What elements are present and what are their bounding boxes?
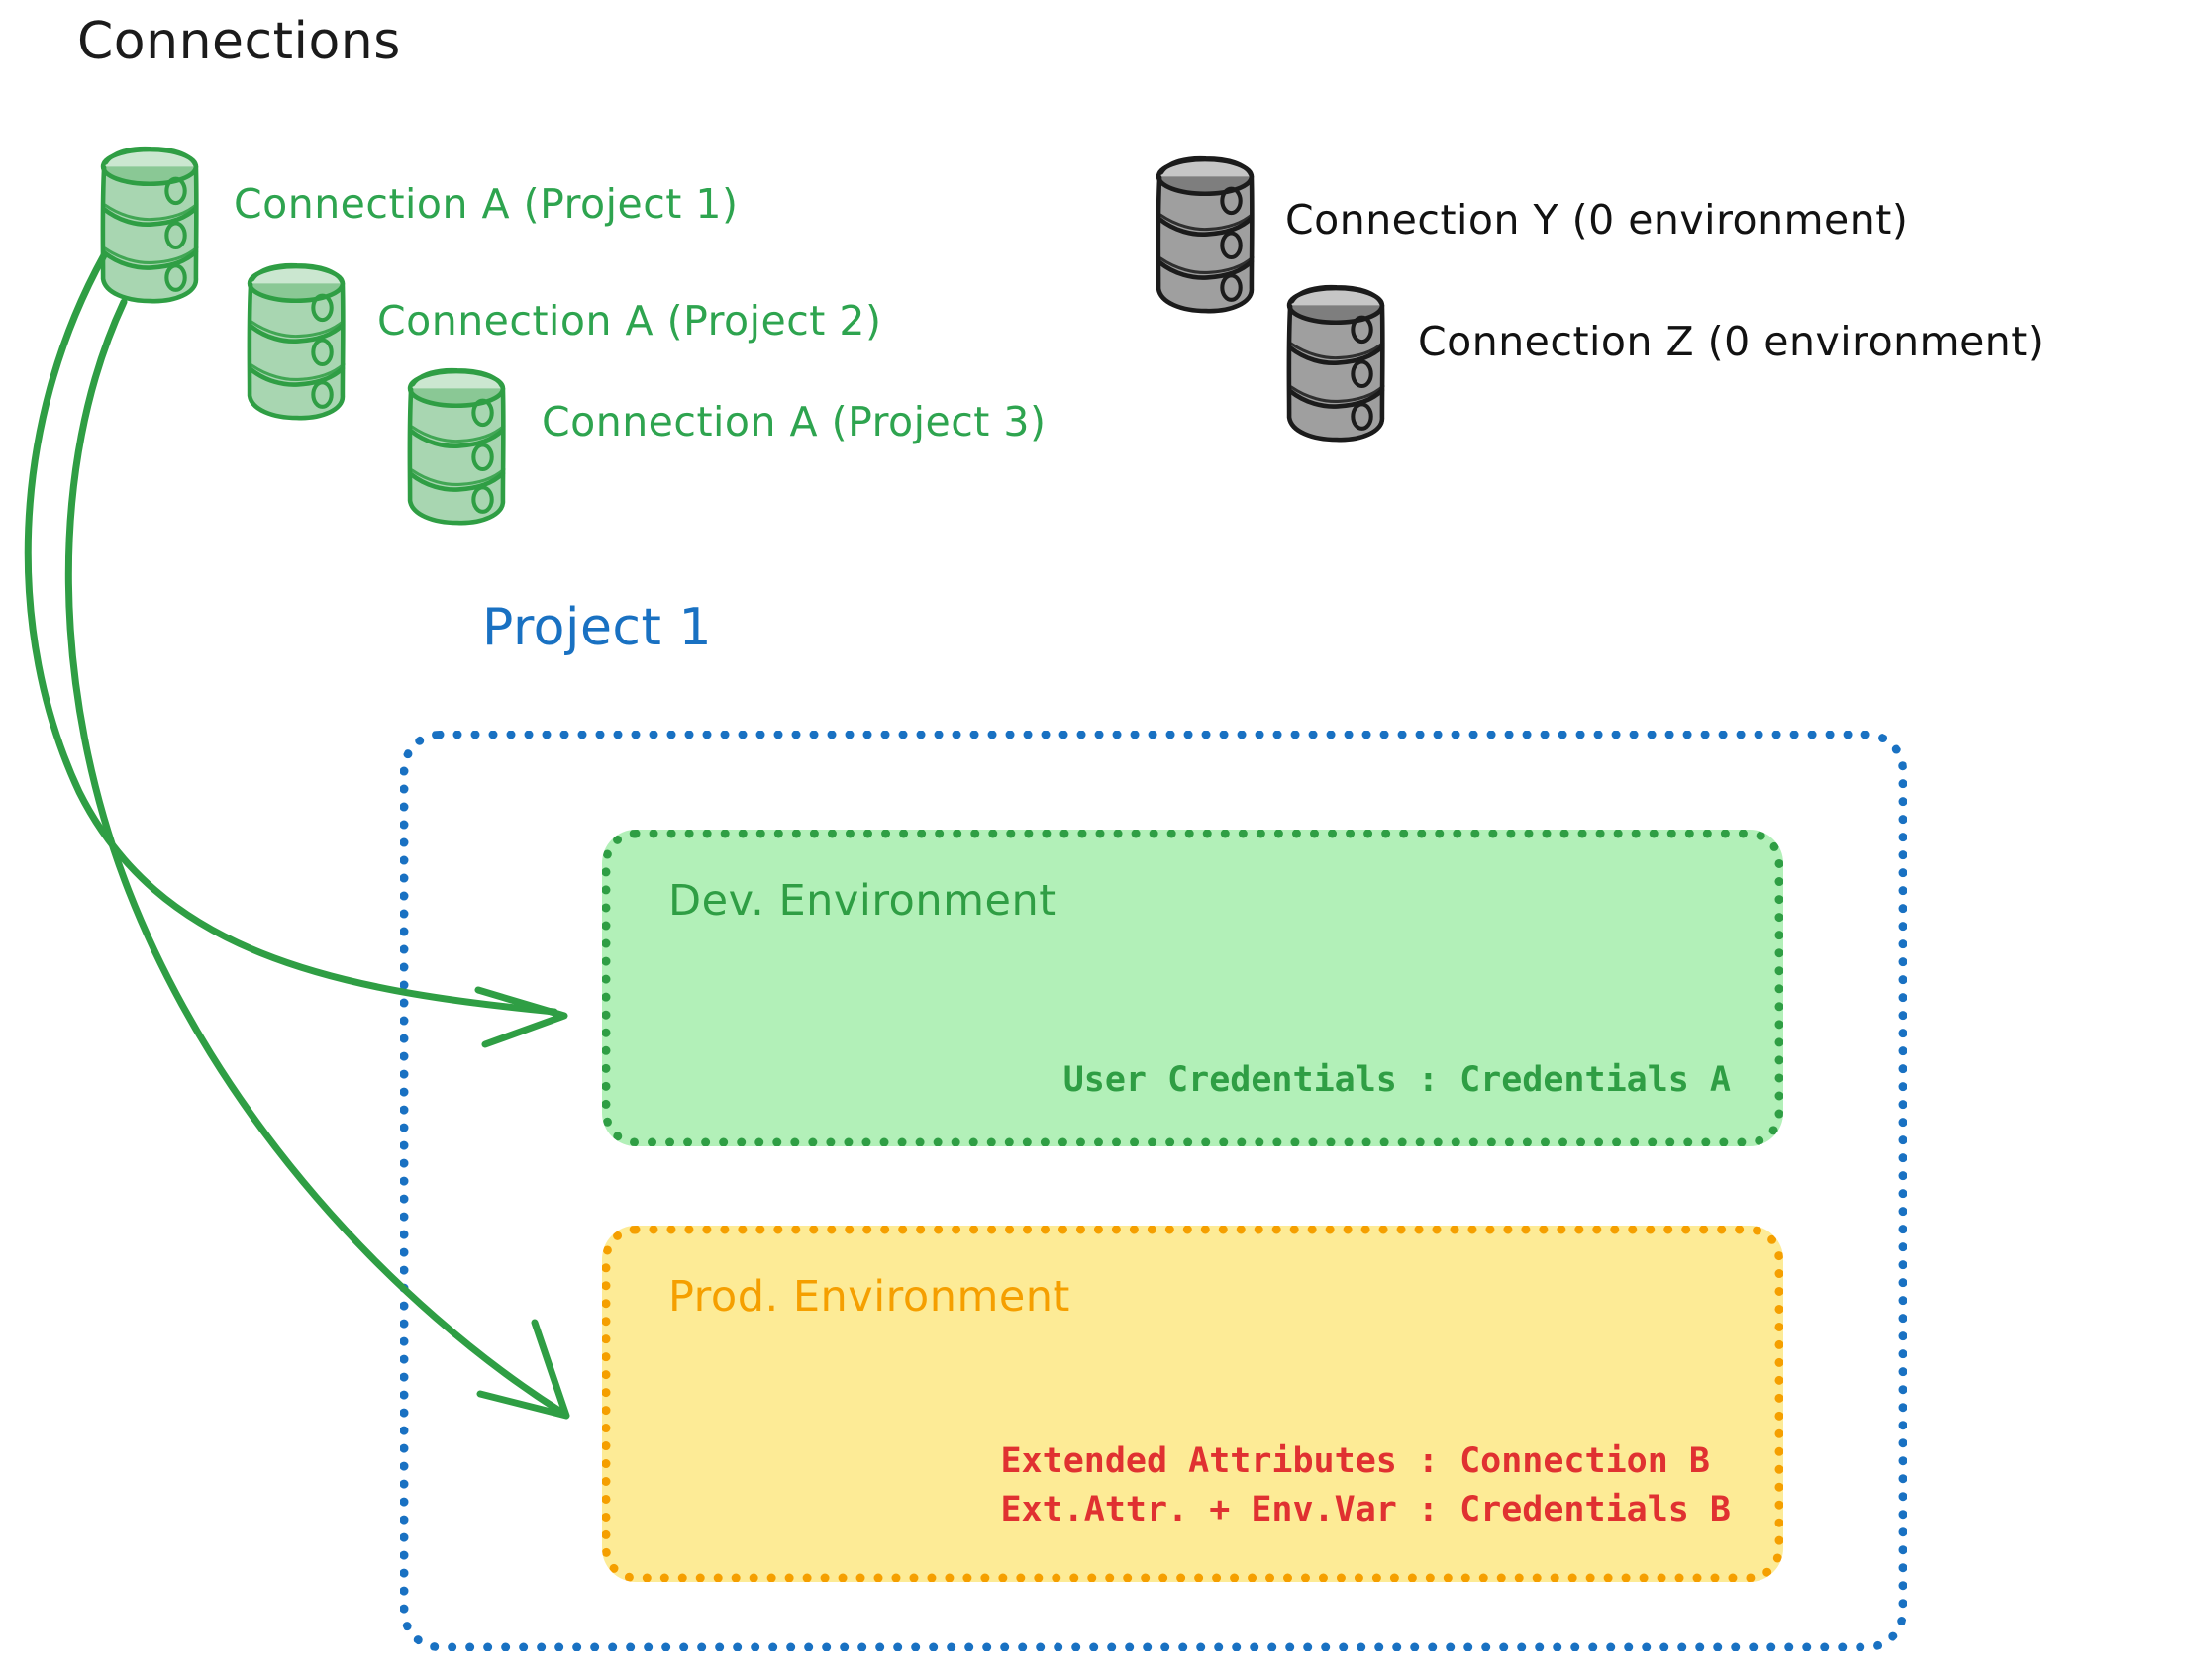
- dev-environment-box[interactable]: Dev. Environment User Credentials : Cred…: [602, 830, 1783, 1146]
- connection-label-y: Connection Y (0 environment): [1285, 196, 1909, 244]
- dev-environment-title: Dev. Environment: [668, 876, 1056, 926]
- database-icon-connection-z[interactable]: [1289, 287, 1383, 441]
- database-icon-connection-a-project-2[interactable]: [250, 265, 344, 419]
- connection-label-a-project-2: Connection A (Project 2): [377, 297, 882, 345]
- connection-label-z: Connection Z (0 environment): [1418, 318, 2045, 365]
- connection-label-a-project-3: Connection A (Project 3): [542, 398, 1047, 445]
- project-title: Project 1: [482, 598, 713, 657]
- database-icon-connection-y[interactable]: [1158, 158, 1253, 312]
- database-icon-connection-a-project-3[interactable]: [410, 370, 504, 524]
- dev-row-user-credentials: User Credentials : Credentials A: [1062, 1060, 1731, 1101]
- prod-environment-rows: Extended Attributes : Connection B Ext.A…: [1000, 1437, 1731, 1535]
- prod-environment-title: Prod. Environment: [668, 1272, 1070, 1322]
- prod-row-extended-attributes: Extended Attributes : Connection B: [1000, 1440, 1710, 1481]
- dev-environment-rows: User Credentials : Credentials A: [1063, 1056, 1731, 1106]
- prod-environment-box[interactable]: Prod. Environment Extended Attributes : …: [602, 1226, 1783, 1582]
- database-icon-connection-a-project-1[interactable]: [103, 148, 197, 302]
- connection-label-a-project-1: Connection A (Project 1): [234, 180, 739, 228]
- prod-row-ext-attr-env-var: Ext.Attr. + Env.Var : Credentials B: [1000, 1490, 1731, 1530]
- page-title: Connections: [77, 12, 401, 71]
